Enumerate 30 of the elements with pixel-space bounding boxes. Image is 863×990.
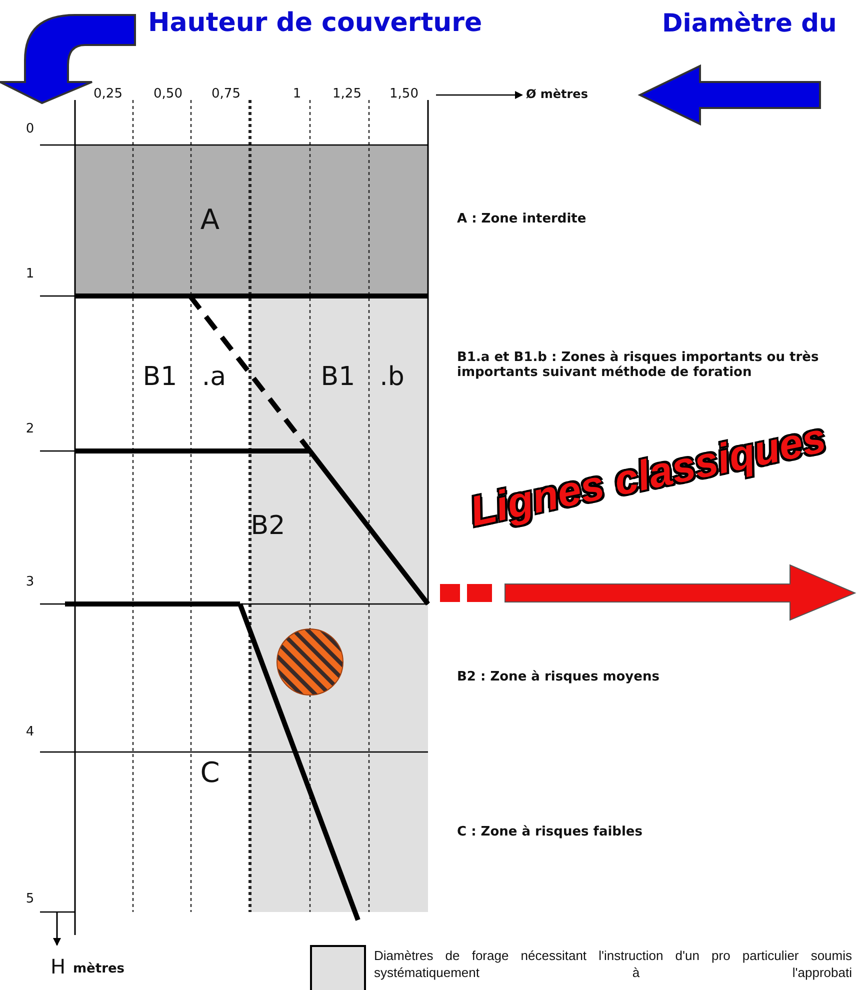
axis-tick-label: 5 — [26, 892, 34, 908]
axis-tick-label: 0,50 — [154, 88, 182, 102]
axis-tick-label: 1,50 — [390, 88, 418, 102]
axis-tick-label: 0,75 — [212, 88, 240, 102]
legend-text: Diamètres de forage nécessitant l'instruction d'un pro particulier soumis systématiquement à l'approbati — [374, 948, 852, 982]
zone-label: .b — [380, 363, 404, 393]
zone-label: B1 — [142, 363, 178, 393]
axis-tick-label: 4 — [26, 726, 34, 740]
axis-tick-label: 0,25 — [94, 88, 122, 102]
heading: Hauteur de couverture — [148, 9, 482, 39]
heading: Diamètre du — [662, 10, 837, 38]
axis-unit-label: Ø mètres — [526, 88, 588, 102]
zone-label: .a — [202, 363, 226, 393]
zone-description: C : Zone à risques faibles — [457, 826, 642, 840]
axis-unit-label: mètres — [73, 962, 125, 978]
zone-label: A — [200, 204, 220, 236]
banner-text: Lignes classiques — [466, 414, 830, 536]
axis-tick-label: 3 — [26, 576, 34, 590]
axis-tick-label: 2 — [26, 422, 34, 438]
zone-description: B1.a et B1.b : Zones à risques importants ou très importants suivant méthode de foration — [457, 351, 820, 381]
axis-tick-label: 1,25 — [332, 88, 362, 102]
axis-tick-label: 1 — [292, 88, 302, 102]
zone-description: A : Zone interdite — [457, 212, 586, 228]
axis-title: H — [50, 956, 66, 978]
zone-description: B2 : Zone à risques moyens — [457, 670, 660, 686]
axis-tick-label: 0 — [26, 122, 34, 138]
zone-label: C — [200, 756, 220, 790]
zone-label: B1 — [320, 363, 356, 393]
axis-tick-label: 1 — [26, 268, 34, 282]
zone-label: B2 — [250, 512, 286, 542]
